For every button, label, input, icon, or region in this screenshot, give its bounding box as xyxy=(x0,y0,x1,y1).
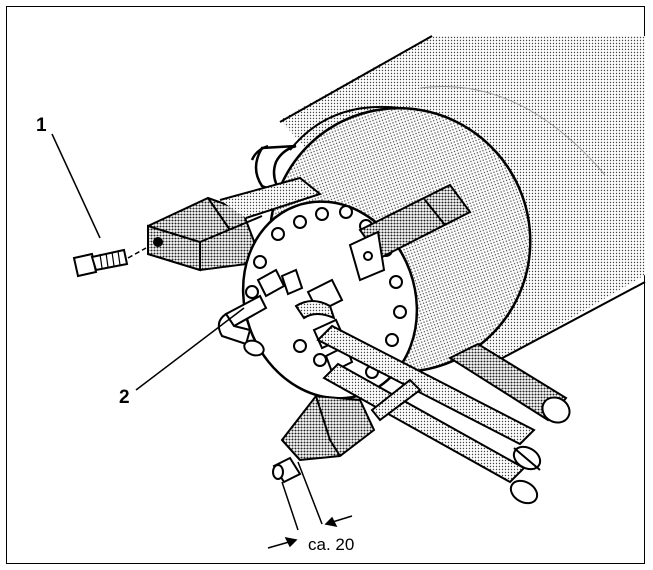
pipe-bend-upper xyxy=(294,300,336,320)
screw-lower xyxy=(272,456,302,484)
mounting-bracket-lower xyxy=(280,378,422,462)
long-pipe-1 xyxy=(316,324,542,471)
screw-part-1 xyxy=(72,247,147,278)
callout-label-1: 1 xyxy=(36,115,47,136)
long-pipe-2 xyxy=(322,362,539,505)
heating-rod xyxy=(447,342,571,424)
leader-line-2 xyxy=(135,307,245,391)
leader-lines xyxy=(51,133,245,391)
lifting-lug xyxy=(250,144,297,197)
dimension-label: ca. 20 xyxy=(308,535,355,554)
mounting-bracket-right xyxy=(348,183,472,282)
leader-line-1 xyxy=(51,133,101,239)
callout-label-2: 2 xyxy=(119,387,130,408)
dimension-lines xyxy=(267,461,353,549)
